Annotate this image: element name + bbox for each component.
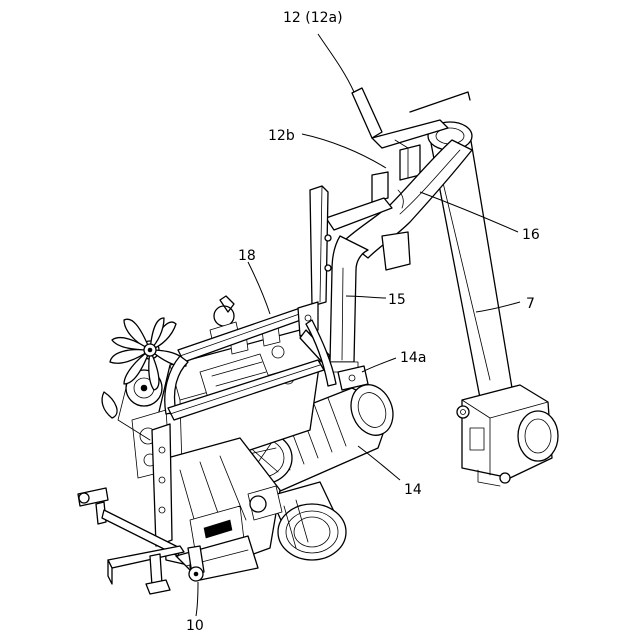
label-12b: 12b — [268, 128, 295, 144]
leader-18 — [248, 262, 270, 314]
label-18: 18 — [238, 248, 256, 264]
label-7: 7 — [526, 296, 535, 312]
leader-10 — [196, 582, 198, 616]
duct-7-lower-housing — [457, 385, 558, 486]
label-12: 12 (12a) — [283, 10, 343, 26]
label-16: 16 — [522, 227, 540, 243]
label-14: 14 — [404, 482, 422, 498]
leader-12 — [318, 34, 354, 92]
leader-14a — [362, 358, 396, 372]
label-10: 10 — [186, 618, 204, 634]
support-post — [310, 186, 331, 306]
leader-14 — [358, 446, 400, 480]
label-15: 15 — [388, 292, 406, 308]
label-14a: 14a — [400, 350, 426, 366]
